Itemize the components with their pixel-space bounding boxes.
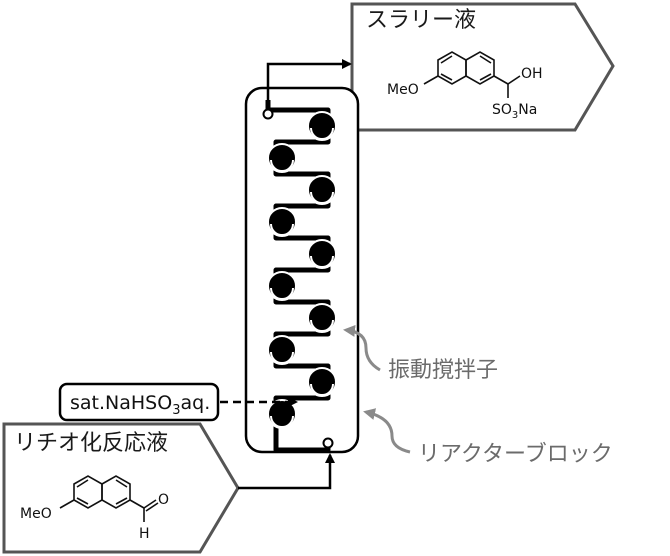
reactant-feed-line: [238, 453, 335, 490]
stirrer-ball: [267, 207, 297, 237]
reactor-block-callout-label: リアクターブロック: [418, 442, 613, 467]
stirrer-ball: [267, 143, 297, 173]
stirrer-ball: [307, 303, 337, 333]
reactant-hydrogen-label: H: [139, 526, 150, 542]
stirrer-ball: [307, 239, 337, 269]
stirrer-callout-label: 振動撹拌子: [388, 358, 498, 383]
stirrer-group: [267, 111, 337, 429]
product-box-title: スラリー液: [366, 8, 476, 33]
product-sulfonate-label: SO3Na: [492, 102, 537, 121]
stirrer-ball: [307, 111, 337, 141]
stirrer-ball: [267, 399, 297, 429]
product-box: スラリー液 MeO OH SO3Na: [350, 2, 615, 132]
outlet-port: [262, 108, 274, 120]
product-outlet-line: [266, 59, 352, 110]
reactor-channel: [265, 100, 331, 453]
stirrer-ball: [307, 367, 337, 397]
product-hydroxy-label: OH: [521, 66, 543, 82]
stirrer-ball: [267, 335, 297, 365]
reactant-box: リチオ化反応液 MeO O H: [2, 422, 240, 554]
reagent-label: sat.NaHSO3aq.: [70, 392, 210, 418]
inlet-port: [322, 437, 334, 449]
reactant-box-title: リチオ化反応液: [14, 431, 168, 456]
product-structure: [423, 51, 521, 98]
product-methoxy-label: MeO: [387, 82, 419, 98]
reactant-methoxy-label: MeO: [20, 506, 52, 522]
reactant-structure: [59, 475, 159, 522]
stirrer-ball: [307, 175, 337, 205]
reactant-oxygen-label: O: [158, 492, 169, 508]
stirrer-ball: [267, 271, 297, 301]
stirrer-callout-line: [343, 324, 381, 372]
reactor-block-callout-line: [363, 408, 411, 454]
reagent-box: [58, 382, 220, 422]
